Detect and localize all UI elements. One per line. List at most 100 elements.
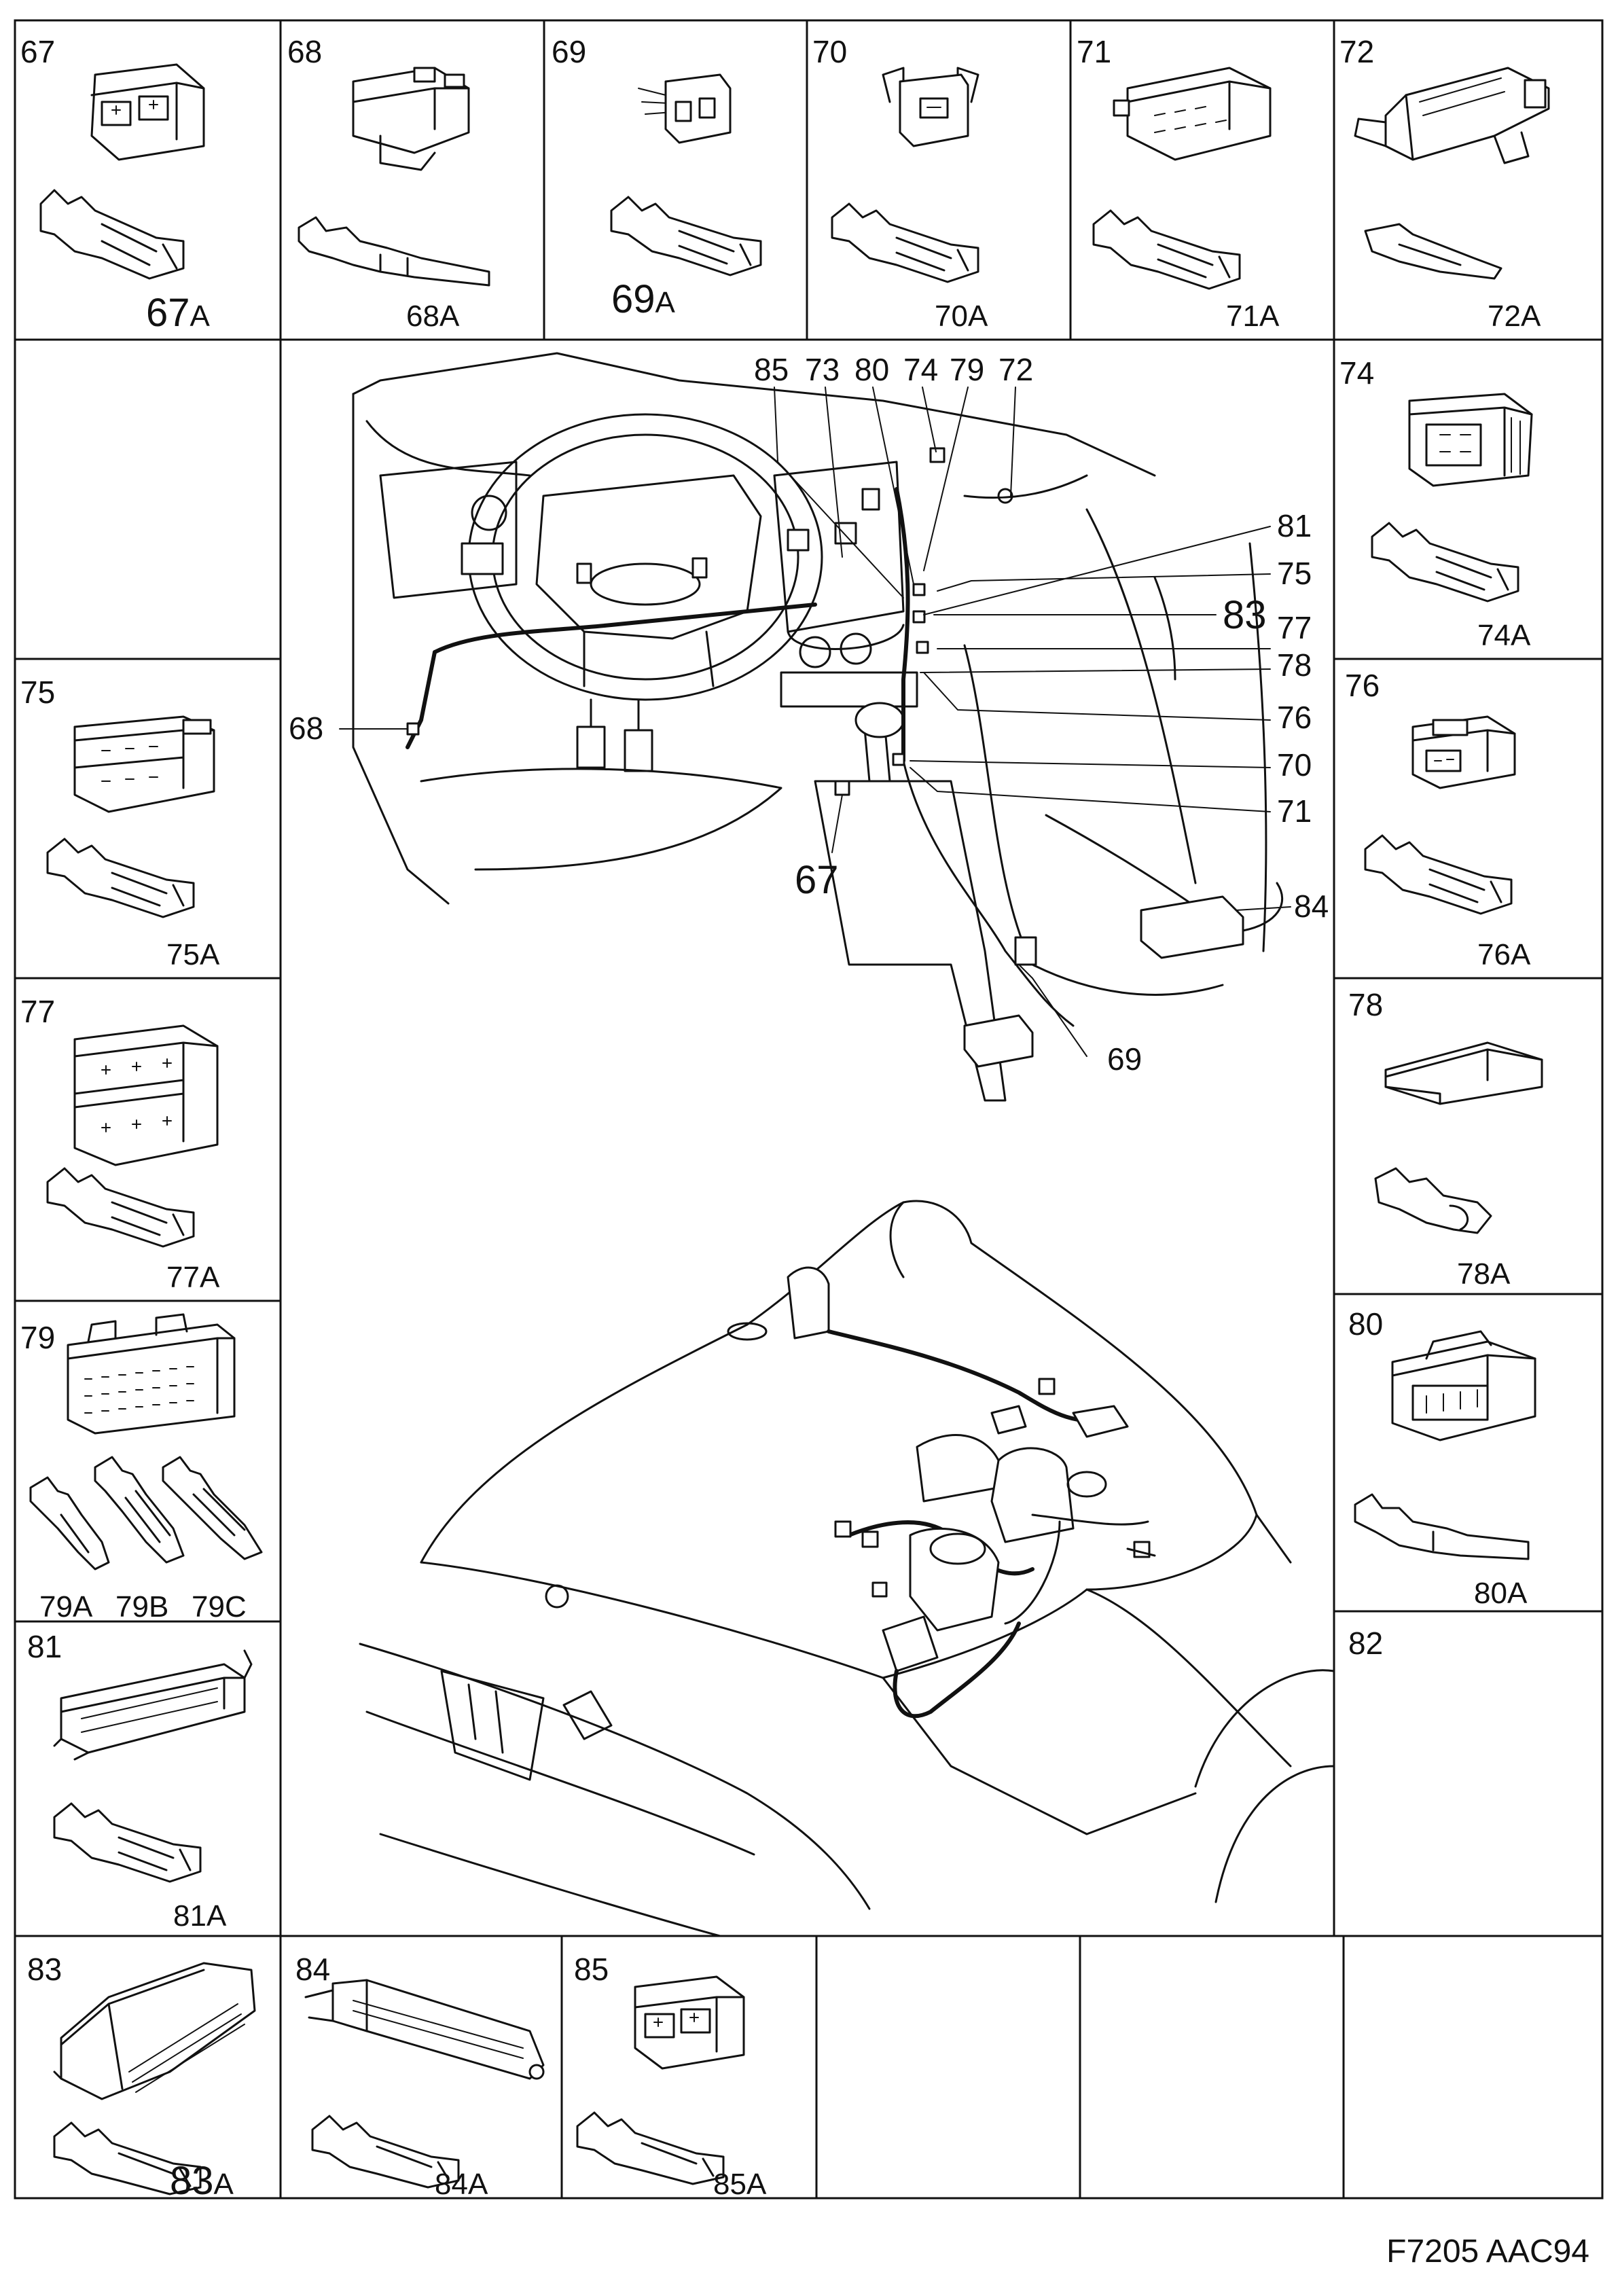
callout-71: 71 [1277, 793, 1312, 829]
cell-number: 67 [20, 34, 55, 69]
connector-80-housing [1391, 1330, 1536, 1441]
cell-70: 70 70A [812, 34, 988, 333]
module-69 [963, 1014, 1034, 1068]
cell-84: 84 84A [295, 1952, 545, 2201]
terminal-77a [46, 1167, 195, 1248]
cell-72: 72 72A [1339, 34, 1550, 333]
terminal-label: 67A [146, 291, 211, 335]
terminal-label: 84A [435, 2168, 488, 2201]
terminal-label: 75A [166, 938, 220, 971]
callout-83: 83 [1223, 593, 1267, 637]
cell-number: 76 [1345, 668, 1380, 703]
cell-number: 81 [27, 1629, 62, 1664]
terminal-78a [1374, 1167, 1492, 1234]
cell-number: 70 [812, 34, 847, 69]
callout-75: 75 [1277, 556, 1312, 591]
connector-76-housing [1411, 715, 1516, 789]
terminal-70a [831, 202, 979, 283]
cell-67: 67 67A [20, 34, 211, 335]
cell-number: 84 [295, 1952, 330, 1987]
cell-number: 74 [1339, 355, 1374, 391]
cell-81: 81 81A [27, 1629, 253, 1933]
callout-70: 70 [1277, 747, 1312, 783]
cell-74: 74 74A [1339, 355, 1533, 652]
callout-73: 73 [805, 352, 840, 387]
steering-wheel [467, 413, 823, 701]
terminal-68a [298, 216, 490, 287]
cell-76: 76 76A [1345, 668, 1531, 971]
connector-69-housing [638, 73, 732, 144]
cell-75: 75 75A [20, 675, 220, 971]
cell-number: 75 [20, 675, 55, 710]
cell-69: 69 69A [552, 34, 762, 321]
cell-number: 82 [1348, 1626, 1383, 1661]
cell-number: 68 [287, 34, 322, 69]
interior-illustration [352, 352, 1284, 1102]
cell-number: 80 [1348, 1306, 1383, 1342]
cell-number: 72 [1339, 34, 1374, 69]
cell-68: 68 68A [287, 34, 490, 333]
callout-84: 84 [1294, 889, 1329, 924]
terminal-79a [29, 1476, 110, 1571]
callout-labels: 85 73 80 74 79 72 81 75 83 77 78 76 70 7… [289, 352, 1329, 1077]
cell-82: 82 [1348, 1626, 1383, 1661]
figure-code: F7205 AAC94 [1386, 2234, 1589, 2270]
callout-74: 74 [903, 352, 938, 387]
cell-number: 85 [574, 1952, 609, 1987]
connector-75-housing [73, 715, 215, 813]
terminal-label: 68A [406, 300, 460, 333]
terminal-label: 69A [611, 277, 676, 321]
connector-77-housing [73, 1024, 219, 1166]
terminal-69a [610, 196, 762, 276]
cell-number: 69 [552, 34, 586, 69]
grid-lines [14, 19, 1604, 2200]
leader-lines [339, 387, 1291, 1057]
terminal-label: 70A [935, 300, 988, 333]
connector-74-housing [1408, 393, 1533, 487]
engine-bay-illustration [359, 1200, 1335, 1937]
callout-68: 68 [289, 711, 323, 746]
connector-71-housing [1113, 67, 1272, 161]
callout-85: 85 [754, 352, 789, 387]
terminal-83a [53, 2121, 202, 2195]
connector-70-housing [882, 67, 979, 147]
terminal-label: 77A [166, 1261, 220, 1294]
cell-78: 78 78A [1348, 987, 1543, 1291]
terminal-76a [1364, 834, 1513, 915]
terminal-label: 85A [713, 2168, 767, 2201]
terminal-81a [53, 1802, 202, 1883]
callout-79: 79 [950, 352, 984, 387]
connector-79-housing [67, 1313, 236, 1435]
terminal-label-79a: 79A [39, 1590, 93, 1624]
terminal-72a [1364, 223, 1502, 280]
terminal-label: 80A [1474, 1577, 1528, 1610]
terminal-label: 74A [1477, 619, 1531, 652]
callout-76: 76 [1277, 700, 1312, 735]
cell-number: 71 [1077, 34, 1111, 69]
connector-81-housing [53, 1649, 253, 1761]
terminal-85a [576, 2111, 725, 2185]
cell-79: 79 79A 79B 79C [20, 1313, 263, 1624]
cell-77: 77 77A [20, 994, 220, 1294]
terminal-79b [94, 1456, 185, 1564]
cell-71: 71 71A [1077, 34, 1280, 333]
connector-72-housing [1354, 67, 1550, 164]
connector-85-housing [634, 1975, 745, 2070]
callout-77: 77 [1277, 610, 1312, 645]
callout-67: 67 [795, 858, 839, 902]
terminal-79c [162, 1456, 263, 1560]
terminal-label: 72A [1488, 300, 1541, 333]
terminal-label: 81A [173, 1899, 227, 1933]
terminal-label: 78A [1457, 1257, 1511, 1291]
connector-83-housing [53, 1962, 256, 2100]
terminal-label-79b: 79B [115, 1590, 168, 1624]
cell-number: 78 [1348, 987, 1383, 1022]
callout-78: 78 [1277, 647, 1312, 683]
terminal-label-79c: 79C [192, 1590, 247, 1624]
connector-84-housing [304, 1979, 545, 2080]
callout-81: 81 [1277, 508, 1312, 543]
cell-85: 85 85A [574, 1952, 767, 2201]
connector-68-housing [352, 67, 470, 171]
cell-number: 79 [20, 1320, 55, 1355]
